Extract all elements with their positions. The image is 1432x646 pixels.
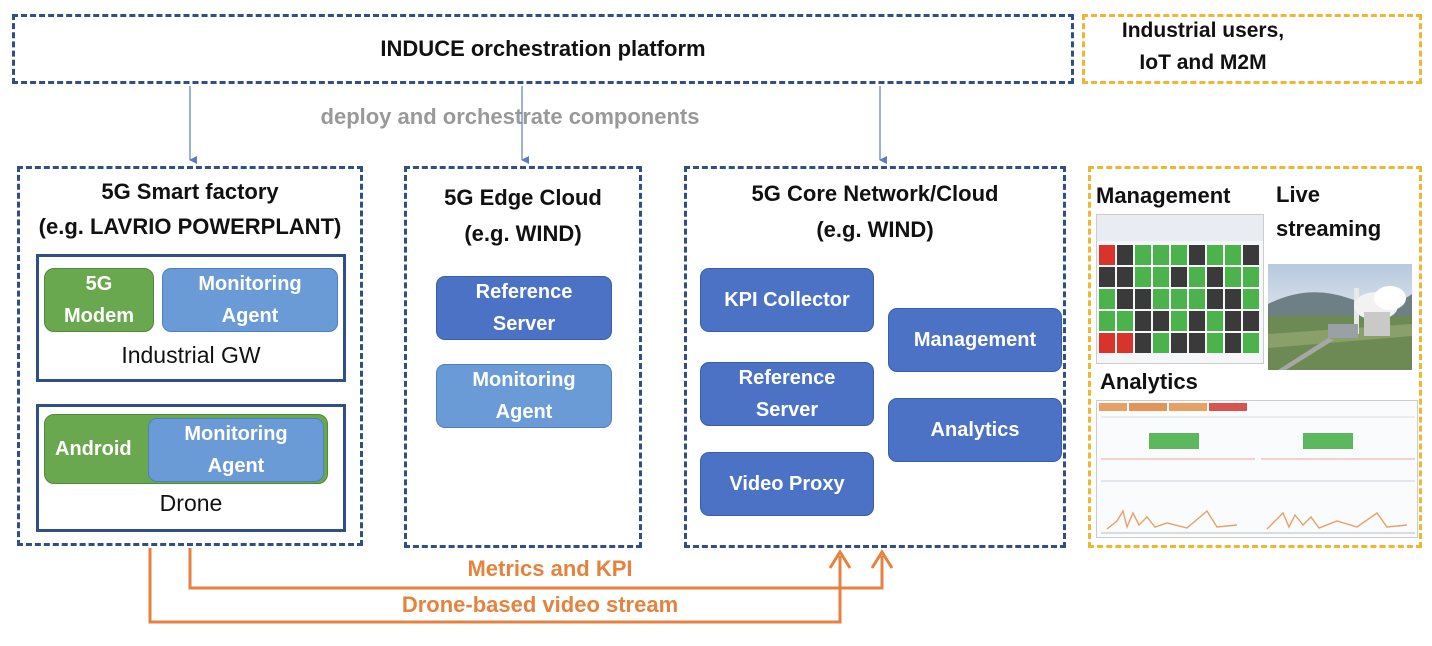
orchestration-platform-title: INDUCE orchestration platform xyxy=(380,36,706,61)
metrics-kpi-label: Metrics and KPI xyxy=(467,556,633,581)
analytics-chart-icon xyxy=(1099,403,1415,534)
edge-cloud-title: 5G Edge Cloud (e.g. WIND) xyxy=(444,185,602,246)
user-panel-analytics-label: Analytics xyxy=(1100,369,1198,394)
gw-monitoring-agent-box: Monitoring Agent xyxy=(162,268,338,332)
user-panel-box xyxy=(1088,166,1422,548)
user-panel-live-streaming-label: Live streaming xyxy=(1276,182,1382,241)
analytics-dashboard-thumbnail xyxy=(1096,400,1418,538)
5g-modem-box: 5G Modem xyxy=(44,268,154,332)
industrial-users-box xyxy=(1082,14,1422,84)
drone-video-label: Drone-based video stream xyxy=(401,592,679,617)
core-reference-server-box: Reference Server xyxy=(700,362,874,426)
industrial-users-title: Industrial users, IoT and M2M xyxy=(1121,19,1285,74)
core-network-box xyxy=(684,166,1066,548)
video-proxy-box: Video Proxy xyxy=(700,452,874,516)
core-management-box: Management xyxy=(888,308,1062,372)
industrial-gw-label: Industrial GW xyxy=(121,342,261,368)
core-network-title: 5G Core Network/Cloud (e.g. WIND) xyxy=(751,181,999,242)
user-panel-management-label: Management xyxy=(1096,183,1231,208)
drone-monitoring-agent-box: Monitoring Agent xyxy=(148,418,324,482)
edge-cloud-box xyxy=(404,166,642,548)
core-analytics-box: Analytics xyxy=(888,398,1062,462)
smart-factory-box xyxy=(17,166,363,546)
orchestration-platform-box xyxy=(12,14,1074,84)
deploy-label: deploy and orchestrate components xyxy=(320,104,700,129)
smart-factory-title: 5G Smart factory (e.g. LAVRIO POWERPLANT… xyxy=(38,179,342,239)
kpi-collector-box: KPI Collector xyxy=(700,268,874,332)
live-streaming-image xyxy=(1268,264,1412,370)
edge-reference-server-box: Reference Server xyxy=(436,276,612,340)
drone-label: Drone xyxy=(159,490,223,516)
management-grid-icon xyxy=(1097,215,1263,353)
powerplant-photo-icon xyxy=(1268,264,1412,370)
management-dashboard-thumbnail xyxy=(1096,214,1264,364)
edge-monitoring-agent-box: Monitoring Agent xyxy=(436,364,612,428)
